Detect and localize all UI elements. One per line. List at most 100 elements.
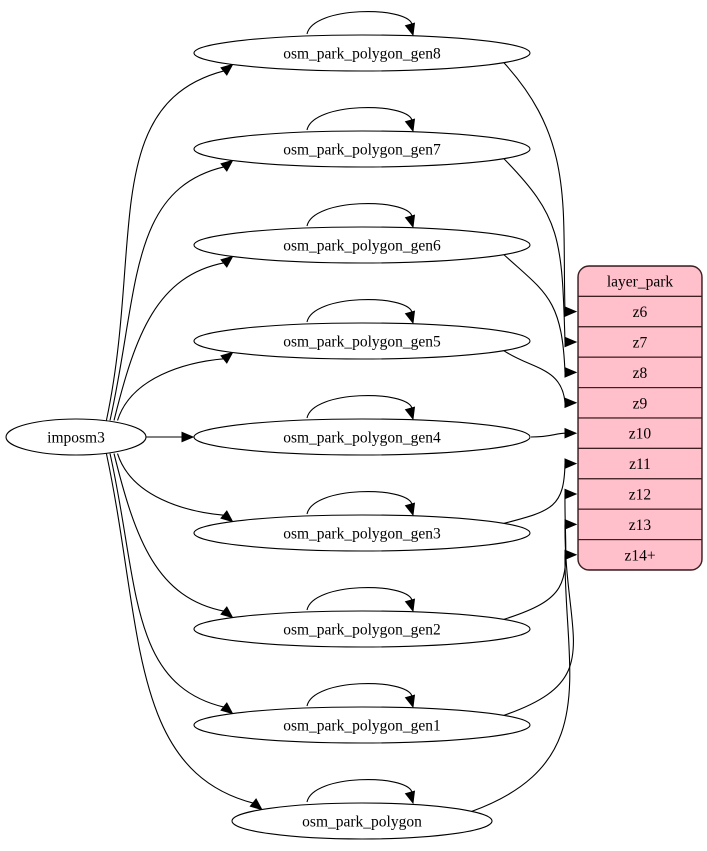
table-cell-z12 (578, 478, 702, 510)
arrowhead-gen5-to-z9 (564, 397, 578, 409)
table-row-z8[interactable]: z8 (578, 356, 702, 389)
table-row-z6[interactable]: z6 (578, 295, 702, 328)
edge-gen6-to-z8 (503, 254, 566, 373)
table-row-z14+[interactable]: z14+ (578, 538, 702, 570)
arrowhead-self-loop-gen6 (404, 214, 416, 229)
edge-gen2-to-z12 (503, 493, 567, 620)
arrowhead-self-loop-gen1 (404, 694, 416, 709)
node-ellipse-imposm3 (5, 418, 147, 456)
table-cell-z14+ (578, 538, 702, 570)
node-ellipse-gen3 (193, 514, 531, 552)
node-label-gen6: osm_park_polygon_gen6 (283, 238, 441, 255)
edge-imposm3-to-gen5 (116, 358, 225, 421)
edge-imposm3-to-gen1 (109, 453, 225, 708)
table-cell-label-z7: z7 (633, 335, 648, 352)
edge-imposm3-to-gen6 (113, 262, 225, 421)
node-gen7[interactable]: osm_park_polygon_gen7 (193, 130, 531, 168)
node-ellipse-base (231, 802, 493, 840)
arrowhead-base-to-z14+ (564, 549, 578, 561)
self-loop-gen4 (306, 395, 413, 419)
edge-imposm3-to-base (105, 453, 255, 804)
edge-base-to-z14+ (471, 554, 571, 812)
node-gen5[interactable]: osm_park_polygon_gen5 (193, 322, 531, 360)
edges-layer (105, 11, 578, 812)
nodes-layer: imposm3 osm_park_polygon_gen8 osm_park_pol… (5, 34, 531, 840)
node-ellipse-gen2 (193, 610, 531, 648)
arrowhead-imposm3-to-gen7 (220, 159, 234, 172)
arrowhead-gen2-to-z12 (564, 488, 578, 500)
node-gen8[interactable]: osm_park_polygon_gen8 (193, 34, 531, 72)
table-cell-label-z9: z9 (633, 395, 648, 412)
arrowhead-self-loop-gen7 (404, 118, 416, 133)
node-gen4[interactable]: osm_park_polygon_gen4 (193, 418, 531, 456)
table-header-row[interactable]: layer_park (578, 266, 702, 297)
node-ellipse-gen7 (193, 130, 531, 168)
node-label-gen2: osm_park_polygon_gen2 (283, 622, 441, 639)
self-loop-gen3 (306, 491, 413, 515)
table-row-z11[interactable]: z11 (578, 447, 702, 480)
table-cell-label-z13: z13 (629, 517, 652, 534)
arrowhead-imposm3-to-gen3 (220, 510, 234, 523)
table-header-label: layer_park (607, 274, 674, 291)
arrowhead-gen6-to-z8 (564, 367, 578, 378)
arrowhead-gen1-to-z13 (564, 519, 578, 530)
arrowhead-self-loop-gen2 (404, 598, 416, 613)
node-label-gen1: osm_park_polygon_gen1 (283, 718, 441, 735)
node-base[interactable]: osm_park_polygon (231, 802, 493, 840)
arrowhead-imposm3-to-base (249, 798, 263, 811)
table-cell-label-z14+: z14+ (624, 547, 655, 564)
node-label-imposm3: imposm3 (47, 430, 105, 447)
node-imposm3[interactable]: imposm3 (5, 418, 147, 456)
table-row-z9[interactable]: z9 (578, 387, 702, 419)
arrowhead-gen7-to-z7 (564, 336, 578, 348)
arrowhead-imposm3-to-gen6 (220, 255, 234, 268)
arrowhead-self-loop-gen4 (404, 406, 416, 421)
edge-gen8-to-z6 (503, 62, 566, 312)
node-label-base: osm_park_polygon (302, 814, 422, 831)
arrowhead-self-loop-gen8 (404, 22, 416, 37)
table-cell-z13 (578, 508, 702, 541)
arrowhead-self-loop-base (404, 790, 416, 805)
edge-imposm3-to-gen7 (109, 166, 225, 421)
node-label-gen3: osm_park_polygon_gen3 (283, 526, 441, 543)
table-row-z12[interactable]: z12 (578, 478, 702, 510)
table-cell-label-z6: z6 (633, 304, 648, 321)
node-label-gen8: osm_park_polygon_gen8 (283, 46, 441, 63)
node-gen6[interactable]: osm_park_polygon_gen6 (193, 226, 531, 264)
self-loop-base (306, 779, 413, 803)
table-row-z13[interactable]: z13 (578, 508, 702, 541)
table-row-z7[interactable]: z7 (578, 326, 702, 358)
table-cell-label-z10: z10 (629, 426, 652, 443)
table-cell-label-z8: z8 (633, 365, 648, 382)
node-ellipse-gen8 (193, 34, 531, 72)
node-gen3[interactable]: osm_park_polygon_gen3 (193, 514, 531, 552)
self-loop-gen6 (306, 203, 413, 227)
node-gen2[interactable]: osm_park_polygon_gen2 (193, 610, 531, 648)
table-row-z10[interactable]: z10 (578, 417, 702, 449)
table-cell-z10 (578, 417, 702, 449)
node-ellipse-gen5 (193, 322, 531, 360)
edge-gen7-to-z7 (503, 158, 566, 343)
node-label-gen5: osm_park_polygon_gen5 (283, 334, 441, 351)
table-cell-z9 (578, 387, 702, 419)
node-gen1[interactable]: osm_park_polygon_gen1 (193, 706, 531, 744)
layer-park-outline (577, 265, 703, 571)
node-ellipse-gen1 (193, 706, 531, 744)
edge-imposm3-to-gen3 (116, 453, 225, 516)
self-loop-gen7 (306, 107, 413, 131)
edge-gen5-to-z9 (503, 350, 566, 403)
edge-imposm3-to-gen8 (105, 70, 225, 421)
self-loop-gen1 (306, 683, 413, 707)
node-ellipse-gen6 (193, 226, 531, 264)
self-loop-gen5 (306, 299, 413, 323)
arrowhead-gen4-to-z10 (564, 427, 578, 439)
edge-gen4-to-z10 (530, 432, 566, 438)
node-ellipse-gen4 (193, 418, 531, 456)
node-label-gen4: osm_park_polygon_gen4 (283, 430, 441, 447)
arrowhead-imposm3-to-gen5 (220, 351, 234, 364)
arrowhead-imposm3-to-gen8 (220, 63, 234, 76)
